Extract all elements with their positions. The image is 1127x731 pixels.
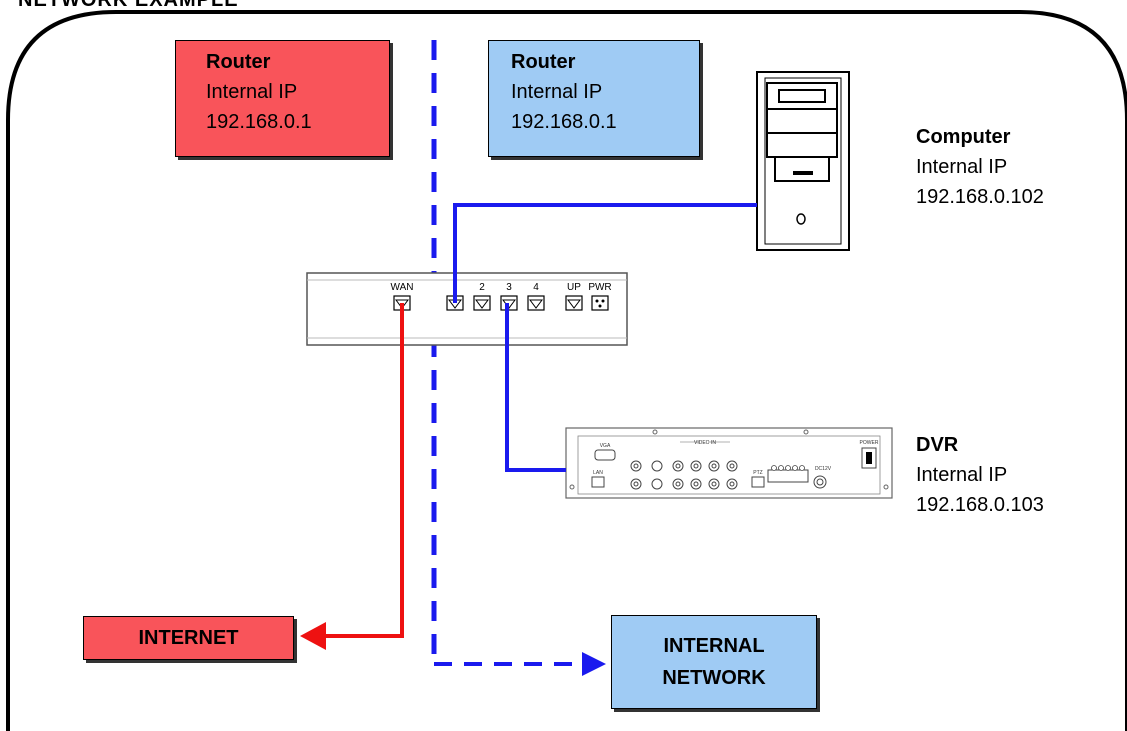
router-wan-ip-value: 192.168.0.1 <box>206 111 312 133</box>
dvr-device <box>565 427 893 499</box>
router-wan-card: Router Internal IP 192.168.0.1 <box>175 40 390 157</box>
dvr-power-label: POWER <box>860 440 879 446</box>
computer-icon <box>756 71 850 251</box>
router-port-2 <box>473 295 491 311</box>
port-label-4: 4 <box>533 282 539 293</box>
dvr-lan-label: LAN <box>593 470 603 476</box>
internal-network-box: INTERNAL NETWORK <box>611 615 817 709</box>
router-port-4 <box>527 295 545 311</box>
internal-network-line1: INTERNAL <box>663 635 765 657</box>
cable-router-to-dvr <box>505 303 566 472</box>
dvr-title: DVR <box>916 434 959 456</box>
router-wan-ip-label: Internal IP <box>206 81 298 103</box>
cable-router-to-computer <box>453 203 757 303</box>
router-lan-card: Router Internal IP 192.168.0.1 <box>488 40 700 157</box>
dvr-ip-label: Internal IP <box>916 464 1008 486</box>
dvr-vga-label: VGA <box>600 443 611 449</box>
internal-network-line2: NETWORK <box>662 667 766 689</box>
port-label-up: UP <box>567 282 581 293</box>
computer-label: Computer Internal IP 192.168.0.102 <box>916 122 1044 212</box>
dvr-video-in-label: VIDEO IN <box>694 440 716 446</box>
dvr-power-in-label: DC12V <box>815 466 832 472</box>
internal-network-arrowhead <box>582 652 606 676</box>
internet-label: INTERNET <box>138 627 239 649</box>
dvr-ptz-label: PTZ <box>753 470 762 476</box>
computer-ip-value: 192.168.0.102 <box>916 186 1044 208</box>
port-label-3: 3 <box>506 282 512 293</box>
router-lan-ip-value: 192.168.0.1 <box>511 111 617 133</box>
internet-box: INTERNET <box>83 616 294 660</box>
port-label-2: 2 <box>479 282 485 293</box>
port-label-wan: WAN <box>391 282 414 293</box>
dvr-label: DVR Internal IP 192.168.0.103 <box>916 430 1044 520</box>
router-port-wan <box>393 295 411 311</box>
router-wan-title: Router <box>206 51 271 73</box>
page-title: NETWORK EXAMPLE <box>18 0 239 11</box>
computer-ip-label: Internal IP <box>916 156 1008 178</box>
router-power-socket <box>591 295 609 311</box>
port-label-pwr: PWR <box>588 282 611 293</box>
internet-arrowhead <box>300 622 326 650</box>
dvr-ip-value: 192.168.0.103 <box>916 494 1044 516</box>
computer-title: Computer <box>916 126 1011 148</box>
router-lan-ip-label: Internal IP <box>511 81 603 103</box>
cable-wan-to-internet <box>322 303 404 638</box>
router-lan-title: Router <box>511 51 576 73</box>
outer-frame <box>6 10 1127 731</box>
router-port-up <box>565 295 583 311</box>
